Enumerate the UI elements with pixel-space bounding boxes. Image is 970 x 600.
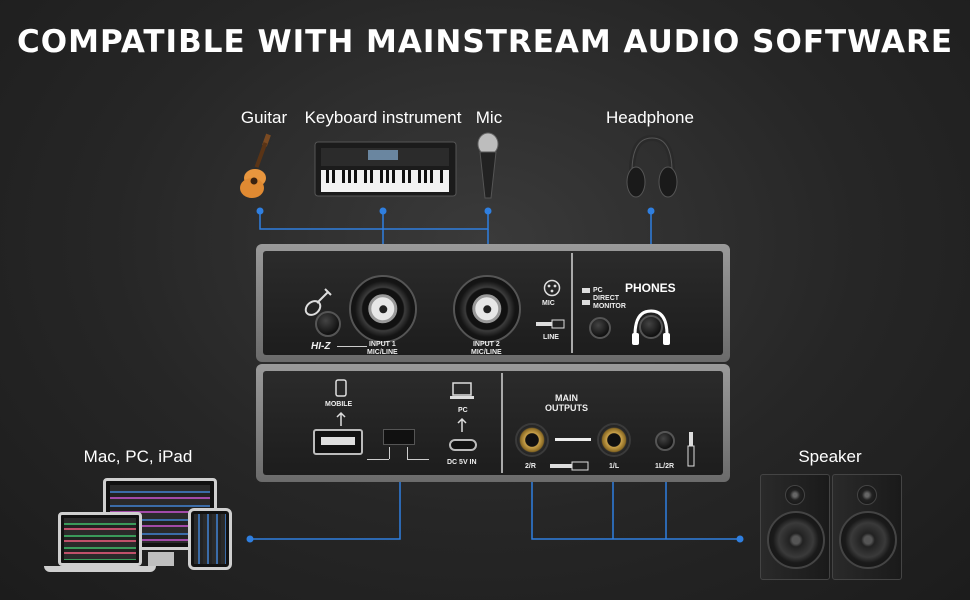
phones-jack[interactable] — [639, 315, 663, 339]
laptop-base-icon — [44, 566, 156, 572]
back-panel: MOBILE PC DC 5V IN MAIN OUTPUTS 2/R 1/L … — [256, 364, 730, 482]
pc-icon — [581, 287, 591, 295]
direct-monitor-button[interactable] — [589, 317, 611, 339]
pc-port-label: PC — [458, 407, 468, 415]
line-switch-label: LINE — [543, 334, 559, 342]
outputs-connector-line — [555, 438, 591, 441]
speaker-right-icon — [832, 474, 902, 580]
imac-stand-icon — [148, 552, 174, 566]
output-1l2r-label: 1L/2R — [655, 463, 674, 471]
speaker-left-icon — [760, 474, 830, 580]
pc-label: PC — [593, 287, 603, 295]
usb-c-port[interactable] — [449, 439, 477, 451]
jack-plug-icon — [549, 461, 591, 471]
mic-switch-label: MIC — [542, 300, 555, 308]
output-1l-jack[interactable] — [597, 423, 631, 457]
output-1l2r-jack[interactable] — [655, 431, 675, 451]
input2-label: INPUT 2 MIC/LINE — [471, 341, 502, 357]
input1-combo-jack[interactable] — [349, 275, 417, 343]
headphone-icon — [624, 132, 680, 200]
output-2r-label: 2/R — [525, 463, 536, 471]
laptop-icon — [449, 381, 475, 401]
divider — [337, 346, 367, 347]
xlr-icon — [543, 279, 561, 297]
input1-label: INPUT 1 MIC/LINE — [367, 341, 398, 357]
dc-in-label: DC 5V IN — [447, 459, 477, 467]
phones-label: PHONES — [625, 281, 676, 295]
hiz-label: HI-Z — [311, 343, 330, 351]
arrow-up-icon — [456, 417, 468, 433]
switch-line-mid — [389, 447, 390, 459]
arrow-up-icon — [335, 411, 347, 427]
mini-jack-icon — [687, 431, 695, 467]
direct-monitor-label: DIRECT MONITOR — [593, 295, 626, 311]
input2-combo-jack[interactable] — [453, 275, 521, 343]
power-switch[interactable] — [383, 429, 415, 445]
panel-divider — [501, 373, 503, 473]
switch-line-right — [407, 459, 429, 460]
mobile-label: MOBILE — [325, 401, 352, 409]
guitar-icon — [240, 132, 280, 200]
jack-plug-icon — [535, 319, 567, 329]
switch-line-left — [367, 459, 389, 460]
front-panel: HI-Z INPUT 1 MIC/LINE INPUT 2 MIC/LINE M… — [256, 244, 730, 362]
main-outputs-label: MAIN OUTPUTS — [545, 393, 588, 413]
monitor-icon — [581, 299, 591, 307]
hiz-jack[interactable] — [315, 311, 341, 337]
output-2r-jack[interactable] — [515, 423, 549, 457]
panel-divider — [571, 253, 573, 353]
microphone-icon — [476, 132, 500, 200]
output-1l-label: 1/L — [609, 463, 619, 471]
keyboard-icon — [313, 140, 458, 198]
usb-a-port[interactable] — [313, 429, 363, 455]
mobile-icon — [335, 379, 347, 397]
laptop-screen-icon — [58, 512, 142, 566]
switch-line-mid2 — [407, 447, 408, 459]
tablet-icon — [188, 508, 232, 570]
